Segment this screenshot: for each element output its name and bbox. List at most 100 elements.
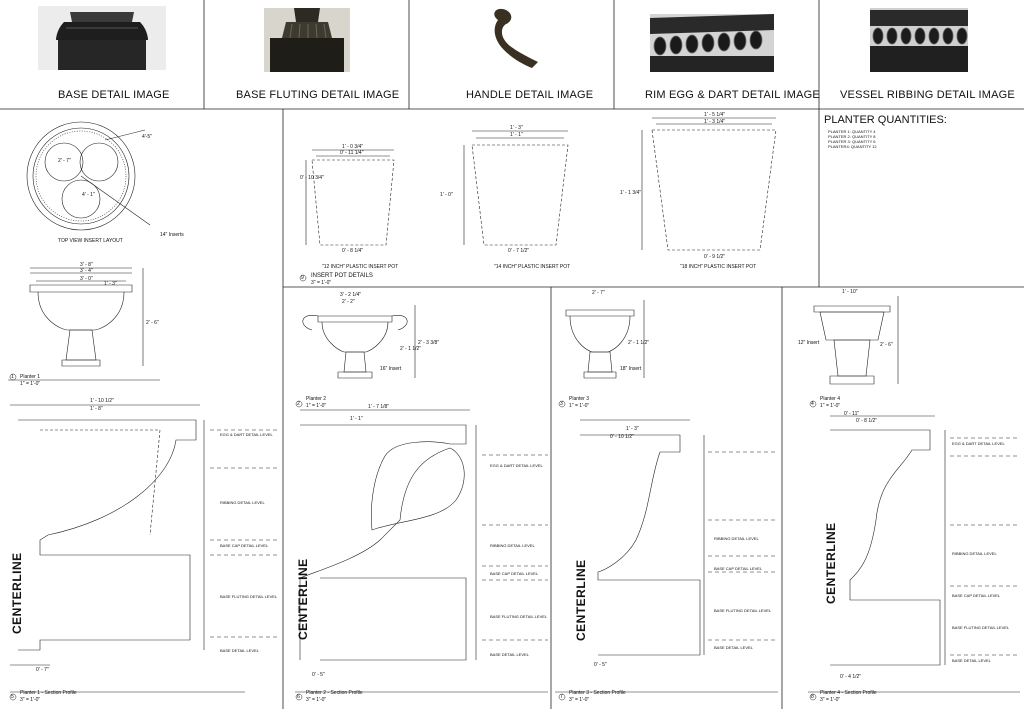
- insert-pots-scale: 3" = 1'-0": [311, 280, 332, 286]
- detail-label-ribbing: VESSEL RIBBING DETAIL IMAGE: [840, 89, 1015, 101]
- pot1-bottom: 0' - 8 1/4": [342, 248, 364, 254]
- s6-level-4: BASE FLUTING DETAIL LEVEL: [490, 614, 548, 619]
- s5-scale: 3" = 1'-0": [20, 697, 41, 703]
- pot1-top: 1' - 0 3/4": [342, 144, 364, 150]
- s8-centerline: CENTERLINE: [824, 522, 838, 604]
- pot2-h: 1' - 0": [440, 192, 453, 198]
- s8-level-3: BASE CAP DETAIL LEVEL: [952, 593, 1001, 598]
- quantity-item: PLANTER4: QUANTITY 12: [828, 144, 877, 149]
- s6-title: Planter 2 - Section Profile: [306, 690, 363, 696]
- p3-dim-d1: 2' - 7": [592, 290, 605, 296]
- pot3-caption: "18 INCH" PLASTIC INSERT POT: [680, 264, 757, 270]
- p2-dim-h: 2' - 3 3/8": [418, 340, 440, 346]
- s7-centerline: CENTERLINE: [574, 559, 588, 641]
- planter-quantities: PLANTER QUANTITIES: PLANTER 1: QUANTITY …: [824, 114, 1019, 149]
- quantities-title: PLANTER QUANTITIES:: [824, 114, 947, 126]
- s7-base: 0' - 5": [594, 662, 607, 668]
- base-detail-photo: [38, 6, 166, 70]
- pot1-caption: "12 INCH" PLASTIC INSERT POT: [322, 264, 399, 270]
- p1-title: Planter 1: [20, 374, 41, 380]
- p4-dim-h: 2' - 6": [880, 342, 893, 348]
- pot1-h: 0' - 10 3/4": [300, 175, 324, 181]
- s7-top: 1' - 3": [626, 426, 639, 432]
- pot3-h: 1' - 1 3/4": [620, 190, 642, 196]
- s5-centerline: CENTERLINE: [10, 552, 24, 634]
- p2-dim-h2: 2' - 1 1/2": [400, 346, 422, 352]
- s6-base: 0' - 5": [312, 672, 325, 678]
- p1-dim-d1: 3' - 8": [80, 262, 93, 268]
- pot2-top: 1' - 3": [510, 125, 523, 131]
- p1-dim-d3: 3' - 0": [80, 276, 93, 282]
- p4-dim-d1: 1' - 10": [842, 289, 858, 295]
- s8-title: Planter 4 - Section Profile: [820, 690, 877, 696]
- top-view-dim-b: 2' - 7": [58, 158, 71, 164]
- s6-num: 6: [297, 694, 300, 700]
- p2-note: 16" Insert: [380, 366, 402, 372]
- s8-level-2: RIBBING DETAIL LEVEL: [952, 551, 997, 556]
- s8-scale: 3" = 1'-0": [820, 697, 841, 703]
- s6-level-3: BASE CAP DETAIL LEVEL: [490, 571, 539, 576]
- quantity-item: PLANTER 1: QUANTITY 4: [828, 129, 876, 134]
- detail-label-base: BASE DETAIL IMAGE: [58, 89, 170, 101]
- rim-egg-dart-photo: [650, 14, 774, 72]
- s7-level-3: BASE FLUTING DETAIL LEVEL: [714, 608, 772, 613]
- p2-num: 2: [297, 401, 300, 407]
- s8-top: 0' - 11": [844, 411, 860, 417]
- s8-num: 8: [811, 694, 814, 700]
- s8-top2: 0' - 8 1/2": [856, 418, 878, 424]
- s6-centerline: CENTERLINE: [296, 558, 310, 640]
- s7-level-1: RIBBING DETAIL LEVEL: [714, 536, 759, 541]
- pot3-bottom: 0' - 9 1/2": [704, 254, 726, 260]
- p1-dim-d4: 1' - 3": [104, 281, 117, 287]
- p1-num: 1: [11, 374, 14, 380]
- quantities-list: PLANTER 1: QUANTITY 4 PLANTER 2: QUANTIT…: [828, 129, 1019, 149]
- s7-title: Planter 3 - Section Profile: [569, 690, 626, 696]
- s8-level-5: BASE DETAIL LEVEL: [952, 658, 991, 663]
- s8-base: 0' - 4 1/2": [840, 674, 862, 680]
- pot1-top2: 0' - 11 1/4": [340, 150, 364, 156]
- p1-dim-d2: 3' - 4": [80, 268, 93, 274]
- s6-level-1: EGG & DART DETAIL LEVEL: [490, 463, 543, 468]
- s6-top: 1' - 7 1/8": [368, 404, 390, 410]
- p4-num: 4: [811, 401, 814, 407]
- vessel-ribbing-photo: [870, 8, 968, 72]
- p4-title: Planter 4: [820, 396, 841, 402]
- insert-pots-num: 9: [301, 275, 304, 281]
- s5-num: 5: [11, 694, 14, 700]
- detail-label-handle: HANDLE DETAIL IMAGE: [466, 89, 594, 101]
- s5-top2: 1' - 8": [90, 406, 103, 412]
- s8-level-4: BASE FLUTING DETAIL LEVEL: [952, 625, 1010, 630]
- s6-scale: 3" = 1'-0": [306, 697, 327, 703]
- s7-num: 7: [560, 694, 563, 700]
- top-view-dim-a: 4'-5": [142, 134, 152, 140]
- s5-base: 0' - 7": [36, 667, 49, 673]
- p2-dim-d2: 2' - 2": [342, 299, 355, 305]
- s8-level-1: EGG & DART DETAIL LEVEL: [952, 441, 1005, 446]
- s6-level-5: BASE DETAIL LEVEL: [490, 652, 529, 657]
- s5-title: Planter 1 - Section Profile: [20, 690, 77, 696]
- p3-num: 3: [560, 401, 563, 407]
- pot2-bottom: 0' - 7 1/2": [508, 248, 530, 254]
- p1-scale: 1" = 1'-0": [20, 381, 41, 387]
- p3-note: 18" Insert: [620, 366, 642, 372]
- p2-scale: 1" = 1'-0": [306, 403, 327, 409]
- top-view-note: 14" Inserts: [160, 232, 184, 238]
- s5-top: 1' - 10 1/2": [90, 398, 114, 404]
- handle-photo: [482, 6, 552, 72]
- p4-scale: 1" = 1'-0": [820, 403, 841, 409]
- base-fluting-photo: [264, 8, 350, 72]
- p4-note: 12" Insert: [798, 340, 820, 346]
- p1-dim-h: 2' - 6": [146, 320, 159, 326]
- pot3-top: 1' - 5 1/4": [704, 112, 726, 118]
- pot2-top2: 1' - 1": [510, 132, 523, 138]
- detail-label-rim: RIM EGG & DART DETAIL IMAGE: [645, 89, 820, 101]
- p3-scale: 1" = 1'-0": [569, 403, 590, 409]
- s7-top2: 0' - 10 1/2": [610, 434, 634, 440]
- quantity-item: PLANTER 3: QUANTITY 6: [828, 139, 876, 144]
- top-view-caption: TOP VIEW INSERT LAYOUT: [58, 238, 123, 244]
- s6-top2: 1' - 1": [350, 416, 363, 422]
- detail-label-base-fluting: BASE FLUTING DETAIL IMAGE: [236, 89, 400, 101]
